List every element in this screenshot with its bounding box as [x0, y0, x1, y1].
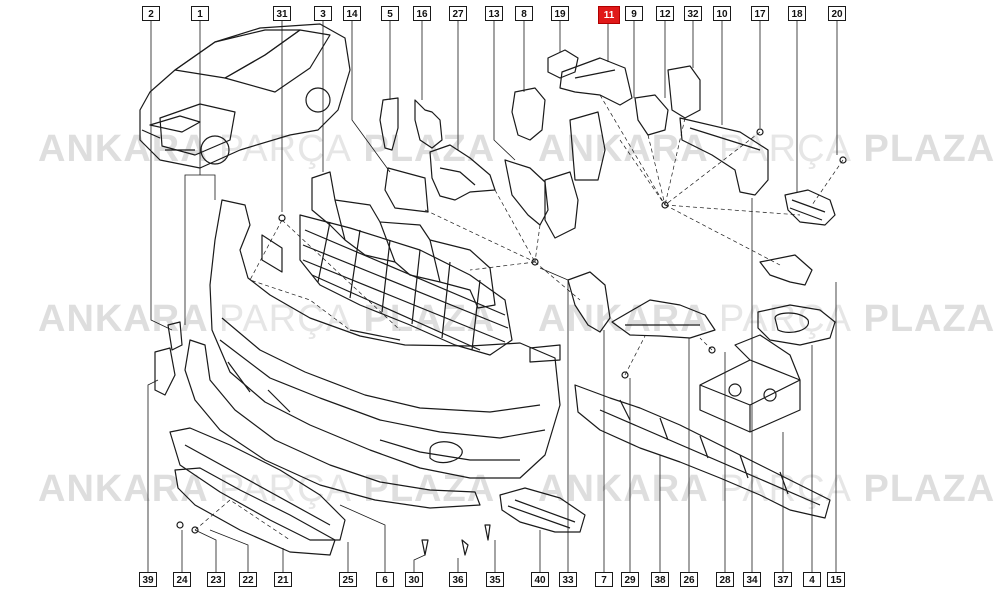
grille-mesh — [299, 214, 513, 356]
callout-21[interactable]: 21 — [274, 572, 292, 587]
car-thumbnail — [139, 23, 351, 169]
callout-7[interactable]: 7 — [595, 572, 613, 587]
callout-17[interactable]: 17 — [751, 6, 769, 21]
callout-15[interactable]: 15 — [827, 572, 845, 587]
callout-36[interactable]: 36 — [449, 572, 467, 587]
watermark: ANKARA PARÇA PLAZA — [538, 298, 996, 340]
callout-9[interactable]: 9 — [625, 6, 643, 21]
callout-29[interactable]: 29 — [621, 572, 639, 587]
air-duct-11 — [559, 57, 633, 106]
callout-31[interactable]: 31 — [273, 6, 291, 21]
skid-plate — [169, 427, 346, 541]
callout-22[interactable]: 22 — [239, 572, 257, 587]
callout-4[interactable]: 4 — [803, 572, 821, 587]
callout-37[interactable]: 37 — [774, 572, 792, 587]
fasteners — [176, 128, 847, 556]
bracket-19 — [547, 49, 579, 79]
fog-lamp-bezel-right — [757, 304, 836, 346]
callout-20[interactable]: 20 — [828, 6, 846, 21]
bracket-12 — [634, 94, 669, 136]
watermark: ANKARA PARÇA PLAZA — [38, 298, 496, 340]
bracket-16 — [414, 99, 443, 149]
callout-10[interactable]: 10 — [713, 6, 731, 21]
callout-13[interactable]: 13 — [485, 6, 503, 21]
callout-25[interactable]: 25 — [339, 572, 357, 587]
callout-32[interactable]: 32 — [684, 6, 702, 21]
callout-6[interactable]: 6 — [376, 572, 394, 587]
licence-plate-holder — [529, 344, 561, 363]
callout-38[interactable]: 38 — [651, 572, 669, 587]
callout-27[interactable]: 27 — [449, 6, 467, 21]
bracket-27 — [429, 144, 496, 201]
lower-reinforcement-beam — [574, 384, 831, 519]
callout-19[interactable]: 19 — [551, 6, 569, 21]
callout-34[interactable]: 34 — [743, 572, 761, 587]
callout-24[interactable]: 24 — [173, 572, 191, 587]
callout-1[interactable]: 1 — [191, 6, 209, 21]
callout-28[interactable]: 28 — [716, 572, 734, 587]
callout-3[interactable]: 3 — [314, 6, 332, 21]
callout-18[interactable]: 18 — [788, 6, 806, 21]
callout-5[interactable]: 5 — [381, 6, 399, 21]
callout-11-highlighted[interactable]: 11 — [598, 6, 620, 24]
callout-33[interactable]: 33 — [559, 572, 577, 587]
grille-insert — [384, 167, 429, 213]
hardware-kit-box — [699, 334, 801, 433]
callout-40[interactable]: 40 — [531, 572, 549, 587]
bracket-39 — [154, 347, 176, 396]
bracket-13 — [504, 159, 549, 226]
callout-8[interactable]: 8 — [515, 6, 533, 21]
lower-grille — [174, 467, 336, 556]
fog-lamp-bezel-left — [499, 487, 586, 533]
lower-spoiler-lip — [184, 339, 481, 509]
bracket-8 — [511, 87, 546, 141]
callout-26[interactable]: 26 — [680, 572, 698, 587]
callout-2[interactable]: 2 — [142, 6, 160, 21]
watermark: ANKARA PARÇA PLAZA — [38, 468, 496, 510]
side-bracket — [544, 111, 606, 239]
bracket-5 — [379, 97, 399, 151]
watermark: ANKARA PARÇA PLAZA — [38, 128, 496, 170]
leader-lines — [147, 20, 838, 578]
bracket-32 — [667, 65, 701, 119]
upper-crossmember — [679, 117, 769, 196]
watermark: ANKARA PARÇA PLAZA — [538, 468, 996, 510]
bracket-18 — [784, 189, 836, 226]
callout-14[interactable]: 14 — [343, 6, 361, 21]
bracket-2 — [167, 321, 183, 351]
callout-16[interactable]: 16 — [413, 6, 431, 21]
callout-23[interactable]: 23 — [207, 572, 225, 587]
callout-30[interactable]: 30 — [405, 572, 423, 587]
callout-35[interactable]: 35 — [486, 572, 504, 587]
bracket-15 — [759, 254, 813, 286]
callout-39[interactable]: 39 — [139, 572, 157, 587]
front-bumper-cover — [209, 199, 561, 479]
callout-12[interactable]: 12 — [656, 6, 674, 21]
assembly-lines — [194, 94, 844, 541]
watermark: ANKARA PARÇA PLAZA — [538, 128, 996, 170]
air-deflector — [611, 299, 716, 339]
bracket-7 — [567, 271, 611, 333]
